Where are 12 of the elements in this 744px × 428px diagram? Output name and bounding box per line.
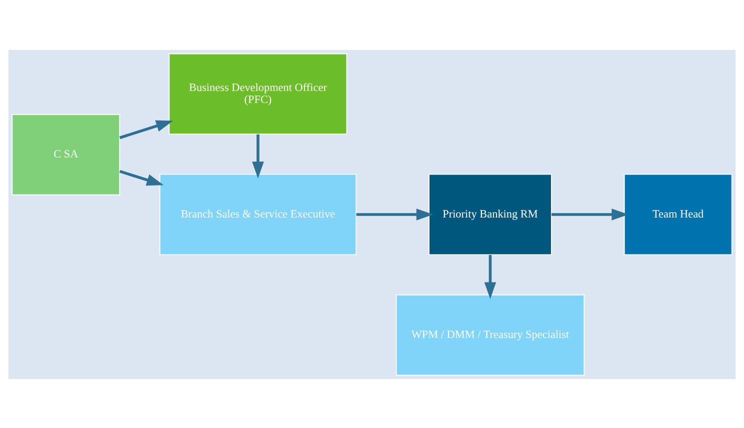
arrow [356,208,434,220]
node-box: C SA [12,114,120,195]
node-box: Priority Banking RM [428,173,552,255]
arrow [552,208,629,220]
node-box: Team Head [624,173,732,255]
arrow [252,134,264,178]
arrow [119,120,174,139]
arrow [484,254,496,299]
node-box: WPM / DMM / Treasury Specialist [396,294,585,376]
node-box: Business Development Officer (PFC) [168,52,348,134]
arrow [119,170,164,186]
node-box: Branch Sales & Service Executive [159,173,357,255]
